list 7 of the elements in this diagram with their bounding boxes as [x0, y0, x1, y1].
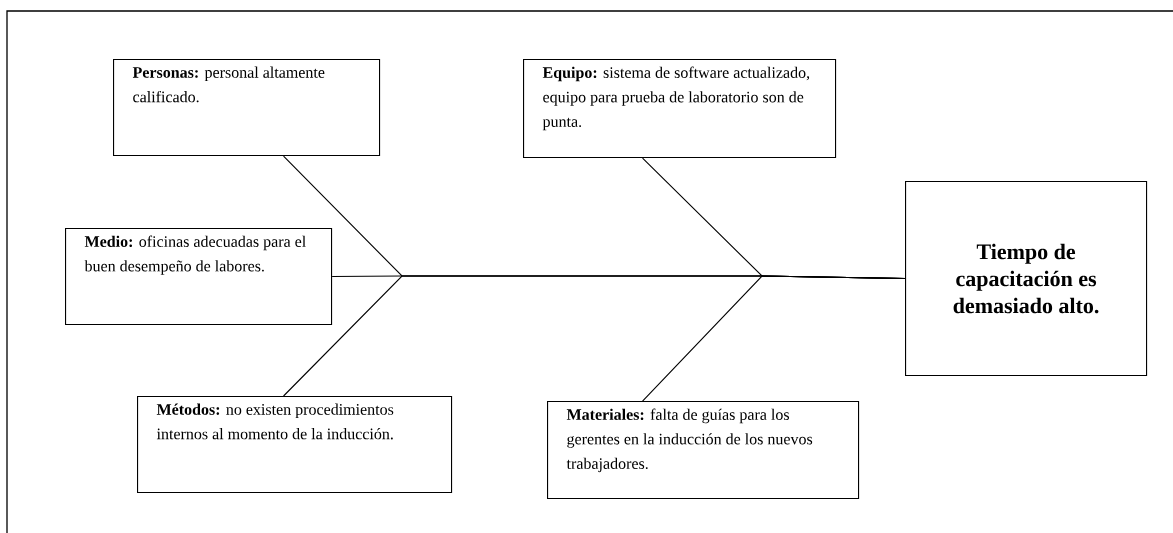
cause-box: Materiales: falta de guías para los gerentes en la inducción de los nuevos trabajadores.: [547, 401, 860, 500]
cause-box: Equipo: sistema de software actualizado, equipo para prueba de laboratorio son de punta.: [523, 59, 837, 159]
effect-box: Tiempo de capacitación es demasiado alto.: [905, 181, 1148, 377]
cause-box: Medio: oficinas adecuadas para el buen desempeño de labores.: [65, 228, 333, 326]
cause-box: Personas: personal altamente calificado.: [113, 59, 381, 157]
cause-box: Métodos: no existen procedimientos internos al momento de la inducción.: [137, 396, 453, 494]
connector-line: [642, 275, 906, 402]
